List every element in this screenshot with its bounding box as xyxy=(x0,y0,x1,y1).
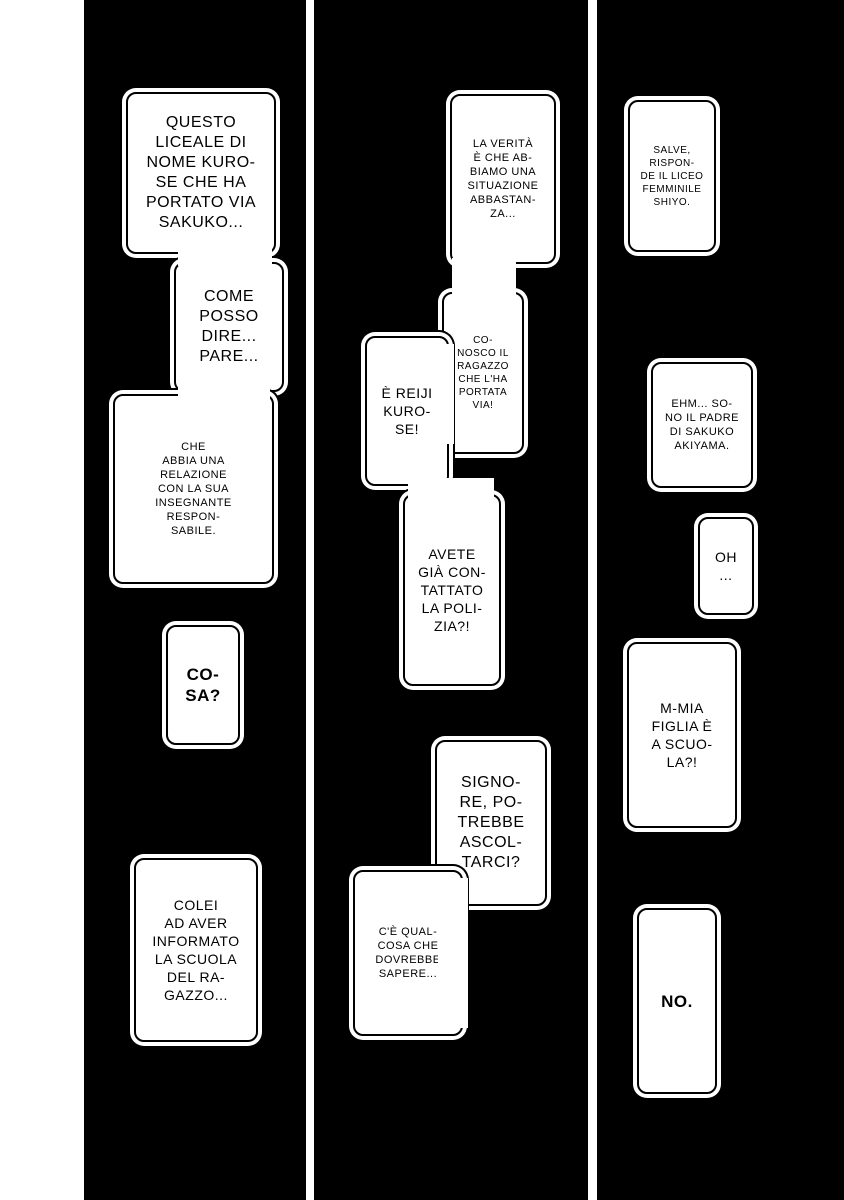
speech-text-16: NO. xyxy=(661,991,693,1011)
speech-bubble-4: CO- SA? xyxy=(166,625,240,745)
speech-bubble-7: CO- NOSCO IL RAGAZZO CHE L'HA PORTATA VI… xyxy=(442,292,524,454)
speech-bubble-14: OH ... xyxy=(698,517,754,615)
speech-text-14: OH ... xyxy=(715,549,737,583)
speech-bubble-13: EHM... SO- NO IL PADRE DI SAKUKO AKIYAMA… xyxy=(651,362,753,488)
speech-bubble-5: COLEI AD AVER INFORMATO LA SCUOLA DEL RA… xyxy=(134,858,258,1042)
speech-text-12: SALVE, RISPON- DE IL LICEO FEMMINILE SHI… xyxy=(640,144,704,208)
speech-bubble-6: LA VERITÀ È CHE AB- BIAMO UNA SITUAZIONE… xyxy=(450,94,556,264)
speech-text-5: COLEI AD AVER INFORMATO LA SCUOLA DEL RA… xyxy=(152,897,240,1003)
speech-text-13: EHM... SO- NO IL PADRE DI SAKUKO AKIYAMA… xyxy=(665,398,739,452)
speech-text-11: C'È QUAL- COSA CHE DOVREBBE SAPERE... xyxy=(375,926,441,980)
speech-bubble-1: QUESTO LICEALE DI NOME KURO- SE CHE HA P… xyxy=(126,92,276,254)
speech-text-9: AVETE GIÀ CON- TATTATO LA POLI- ZIA?! xyxy=(418,546,486,634)
speech-text-10: SIGNO- RE, PO- TREBBE ASCOL- TARCI? xyxy=(457,774,525,871)
bubble-joint xyxy=(178,386,270,400)
bubble-joint xyxy=(444,344,454,444)
speech-text-2: COME POSSO DIRE... PARE... xyxy=(199,288,259,365)
speech-bubble-3: CHE ABBIA UNA RELAZIONE CON LA SUA INSEG… xyxy=(113,394,274,584)
speech-bubble-8: È REIJI KURO- SE! xyxy=(365,336,449,486)
bubble-joint xyxy=(178,244,272,266)
speech-text-15: M-MIA FIGLIA È A SCUO- LA?! xyxy=(651,700,713,770)
speech-bubble-9: AVETE GIÀ CON- TATTATO LA POLI- ZIA?! xyxy=(403,494,501,686)
speech-bubble-16: NO. xyxy=(637,908,717,1094)
speech-text-1: QUESTO LICEALE DI NOME KURO- SE CHE HA P… xyxy=(145,114,257,231)
speech-text-7: CO- NOSCO IL RAGAZZO CHE L'HA PORTATA VI… xyxy=(457,335,509,411)
bubble-joint xyxy=(408,478,494,498)
bubble-joint xyxy=(452,258,516,296)
speech-bubble-15: M-MIA FIGLIA È A SCUO- LA?! xyxy=(627,642,737,828)
bubble-joint xyxy=(438,878,468,1028)
speech-bubble-2: COME POSSO DIRE... PARE... xyxy=(174,262,284,392)
speech-bubble-12: SALVE, RISPON- DE IL LICEO FEMMINILE SHI… xyxy=(628,100,716,252)
speech-text-3: CHE ABBIA UNA RELAZIONE CON LA SUA INSEG… xyxy=(155,441,232,537)
speech-text-8: È REIJI KURO- SE! xyxy=(381,385,433,437)
speech-text-4: CO- SA? xyxy=(185,665,221,705)
speech-text-6: LA VERITÀ È CHE AB- BIAMO UNA SITUAZIONE… xyxy=(467,138,539,220)
